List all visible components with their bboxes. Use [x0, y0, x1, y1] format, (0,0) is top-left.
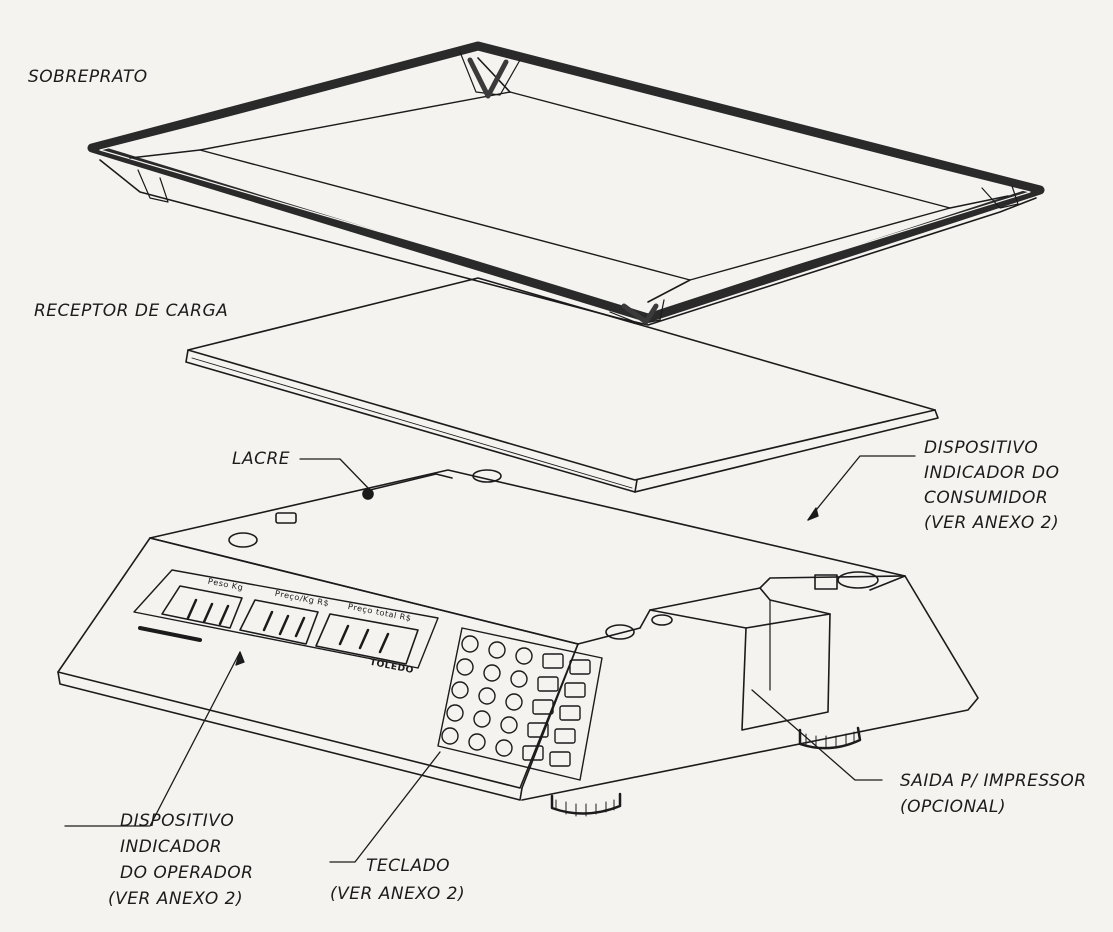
- keypad-key: [468, 733, 486, 751]
- keypad-key: [564, 682, 586, 698]
- keypad-key: [478, 687, 496, 705]
- keypad-line-1: TECLADO: [366, 856, 451, 876]
- keypad-key: [488, 641, 506, 659]
- keypad-key: [461, 635, 479, 653]
- keypad-key: [554, 728, 576, 744]
- keypad-key: [510, 670, 528, 688]
- operator-line-4: (VER ANEXO 2): [108, 889, 244, 909]
- sobreprato-tray: [87, 41, 1045, 326]
- keypad-key: [451, 681, 469, 699]
- printer-line-2: (OPCIONAL): [900, 797, 1006, 817]
- keypad-key: [522, 745, 544, 761]
- label-printer-output: SAIDA P/ IMPRESSOR (OPCIONAL): [900, 768, 1087, 820]
- keypad-key: [456, 658, 474, 676]
- keypad-key: [527, 722, 549, 738]
- scale-base-body: [57, 469, 979, 817]
- keypad-key: [532, 699, 554, 715]
- keypad-key: [473, 710, 491, 728]
- operator-line-1: DISPOSITIVO: [120, 811, 235, 831]
- keypad-key: [495, 739, 513, 757]
- label-lacre: LACRE: [232, 449, 291, 469]
- keypad-key: [483, 664, 501, 682]
- receptor-de-carga-plate: [185, 277, 939, 493]
- consumer-line-3: CONSUMIDOR: [924, 488, 1049, 508]
- keypad-key: [500, 716, 518, 734]
- keypad-key: [446, 704, 464, 722]
- label-operator-display: DISPOSITIVO INDICADOR DO OPERADOR (VER A…: [108, 808, 253, 912]
- consumer-line-4: (VER ANEXO 2): [924, 513, 1060, 533]
- printer-line-1: SAIDA P/ IMPRESSOR: [900, 771, 1087, 791]
- label-sobreprato: SOBREPRATO: [28, 67, 148, 87]
- keypad-line-2: (VER ANEXO 2): [330, 884, 466, 904]
- keypad-keys: [441, 635, 591, 767]
- keypad-key: [505, 693, 523, 711]
- keypad-key: [537, 676, 559, 692]
- leader-lines: [64, 455, 916, 863]
- consumer-line-1: DISPOSITIVO: [924, 438, 1039, 458]
- consumer-line-2: INDICADOR DO: [924, 463, 1060, 483]
- operator-display-panel: [133, 569, 439, 669]
- label-keypad: TECLADO (VER ANEXO 2): [330, 852, 465, 908]
- keypad-key: [441, 727, 459, 745]
- keypad-key: [569, 659, 591, 675]
- keypad: [437, 627, 603, 781]
- label-consumer-display: DISPOSITIVO INDICADOR DO CONSUMIDOR (VER…: [924, 436, 1060, 536]
- keypad-key: [515, 647, 533, 665]
- keypad-key: [542, 653, 564, 669]
- keypad-key: [549, 751, 571, 767]
- operator-line-2: INDICADOR: [120, 837, 223, 857]
- operator-line-3: DO OPERADOR: [120, 863, 254, 883]
- label-receptor-de-carga: RECEPTOR DE CARGA: [34, 301, 229, 321]
- keypad-key: [559, 705, 581, 721]
